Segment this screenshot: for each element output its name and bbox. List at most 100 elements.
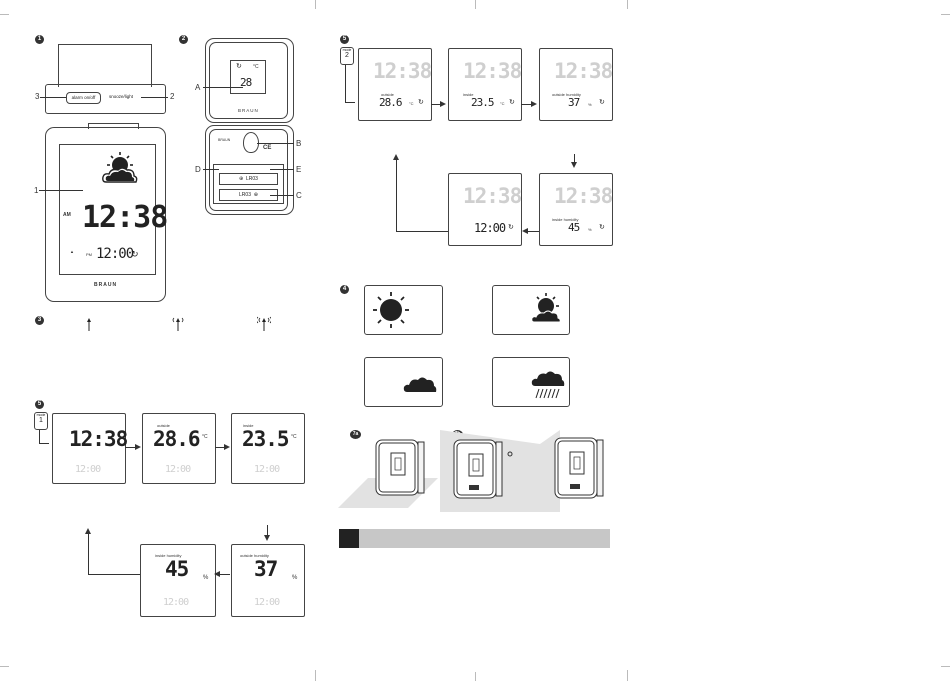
panel-unit: °C bbox=[409, 101, 414, 106]
arrow-head bbox=[264, 535, 270, 541]
callout-C: C bbox=[296, 191, 302, 200]
panel-value: 37 bbox=[568, 96, 580, 109]
panel-value: 23.5 bbox=[471, 96, 494, 109]
alarm-bell-icon: ↻ bbox=[599, 99, 605, 106]
panel-unit: °C bbox=[202, 434, 208, 440]
clock-front bbox=[45, 127, 166, 302]
panel-unit: % bbox=[292, 575, 298, 581]
callout-line bbox=[270, 195, 294, 196]
clock-top-base bbox=[45, 84, 166, 114]
sun-icon bbox=[373, 292, 409, 328]
signal-medium-icon bbox=[172, 317, 184, 331]
arrow-head bbox=[440, 101, 446, 107]
crop-mark bbox=[941, 666, 950, 667]
panel-value: 23.5 bbox=[242, 427, 290, 451]
alarm-bell-icon: ↻ bbox=[599, 224, 605, 231]
arrow-head bbox=[214, 571, 220, 577]
sensor-front-inner bbox=[209, 42, 288, 119]
lcd-panel-inside: inside 23.5 °C 12:00 bbox=[231, 413, 305, 484]
section-number-6: 4 bbox=[340, 285, 349, 294]
panel-ghost: 12:00 bbox=[163, 597, 189, 608]
flow-arrow bbox=[215, 447, 226, 448]
lcd-panel-time: 12:38 12:00 bbox=[52, 413, 128, 484]
panel-title: outside humidity bbox=[552, 92, 581, 97]
partly-cloudy-icon bbox=[531, 293, 561, 323]
flow-arrow bbox=[88, 574, 140, 575]
brand-logo: BRAUN bbox=[218, 138, 231, 142]
crop-mark bbox=[315, 670, 316, 681]
callout-line bbox=[141, 97, 168, 98]
section-number-7a: 7a bbox=[350, 430, 361, 439]
flow-arrow bbox=[396, 231, 448, 232]
unit-label: °C bbox=[253, 64, 259, 70]
mode-number: 1 bbox=[39, 417, 43, 424]
lcd-panel-mode2-outside: 12:38 outside 28.6 °C ↻ bbox=[358, 48, 432, 121]
panel-value: 45 bbox=[165, 557, 189, 581]
crop-mark bbox=[627, 0, 628, 9]
lcd-panel-inside-humidity: inside humidity 45 % 12:00 bbox=[140, 544, 216, 617]
panel-value: 45 bbox=[568, 221, 580, 234]
arrow-head bbox=[85, 528, 91, 534]
panel-unit: % bbox=[588, 227, 592, 232]
panel-title: inside bbox=[463, 92, 474, 97]
clock-top-view bbox=[58, 44, 152, 87]
clock-top-lip bbox=[88, 123, 139, 129]
flow-arrow bbox=[267, 525, 268, 537]
mode-button-2[interactable]: mode 2 bbox=[340, 47, 354, 65]
mode-number: 2 bbox=[345, 52, 349, 59]
panel-title: outside bbox=[381, 92, 394, 97]
callout-3: 3 bbox=[35, 92, 40, 101]
crop-mark bbox=[941, 14, 950, 15]
weather-rainy-box bbox=[492, 357, 570, 407]
clock-display bbox=[59, 144, 156, 275]
panel-unit: °C bbox=[291, 434, 297, 440]
battery-compartment bbox=[213, 164, 284, 204]
panel-ghost: 12:00 bbox=[254, 464, 280, 475]
pm-indicator: PM bbox=[86, 252, 92, 257]
section-heading-marker bbox=[339, 529, 359, 548]
alarm-button[interactable]: alarm on/off bbox=[66, 92, 101, 104]
sensor-temp: 28 bbox=[240, 76, 252, 89]
flow-arrow bbox=[521, 104, 533, 105]
flow-arrow bbox=[431, 104, 442, 105]
signal-icon: ▲ bbox=[70, 249, 74, 254]
callout-line bbox=[39, 190, 83, 191]
arrow-head bbox=[522, 228, 528, 234]
battery-1: ⊕ LR03 bbox=[219, 173, 278, 185]
flow-line bbox=[39, 443, 49, 444]
ce-mark: CE bbox=[263, 145, 272, 151]
panel-title: inside bbox=[243, 423, 254, 428]
panel-value: 12:38 bbox=[69, 427, 128, 451]
weather-sunny-box bbox=[364, 285, 443, 335]
callout-line bbox=[257, 143, 294, 144]
sensor-front bbox=[205, 38, 294, 123]
flow-arrow bbox=[574, 154, 575, 164]
flow-arrow bbox=[219, 574, 230, 575]
flow-arrow bbox=[527, 231, 539, 232]
panel-value: 28.6 bbox=[379, 96, 402, 109]
lcd-panel-mode2-inside: 12:38 inside 23.5 °C ↻ bbox=[448, 48, 522, 121]
section-number-3: 3 bbox=[35, 316, 44, 325]
panel-ghost: 12:00 bbox=[75, 464, 101, 475]
panel-title: inside humidity bbox=[155, 553, 182, 558]
flow-arrow bbox=[396, 160, 397, 232]
fold-mark-bottom bbox=[475, 672, 476, 681]
section-number-1: 1 bbox=[35, 35, 44, 44]
panel-title: inside humidity bbox=[552, 217, 579, 222]
brand-logo: BRAUN bbox=[94, 282, 118, 288]
crop-mark bbox=[627, 670, 628, 681]
callout-B: B bbox=[296, 139, 302, 148]
crop-mark bbox=[0, 14, 9, 15]
hanging-hole bbox=[243, 132, 259, 153]
sensor-wall-side-illustration bbox=[540, 430, 604, 512]
section-number-5b: 5 bbox=[340, 35, 349, 44]
weather-cloudy-box bbox=[364, 357, 443, 407]
brand-logo: BRAUN bbox=[238, 108, 259, 113]
snooze-button[interactable]: snooze/light bbox=[108, 94, 134, 99]
callout-2: 2 bbox=[170, 92, 175, 101]
flow-arrow bbox=[88, 534, 89, 575]
panel-unit: % bbox=[588, 102, 592, 107]
section-number-5a: 5 bbox=[35, 400, 44, 409]
lcd-panel-mode2-inside-humidity: 12:38 inside humidity 45 % ↻ bbox=[539, 173, 613, 246]
mode-button-1[interactable]: mode 1 bbox=[34, 412, 48, 430]
